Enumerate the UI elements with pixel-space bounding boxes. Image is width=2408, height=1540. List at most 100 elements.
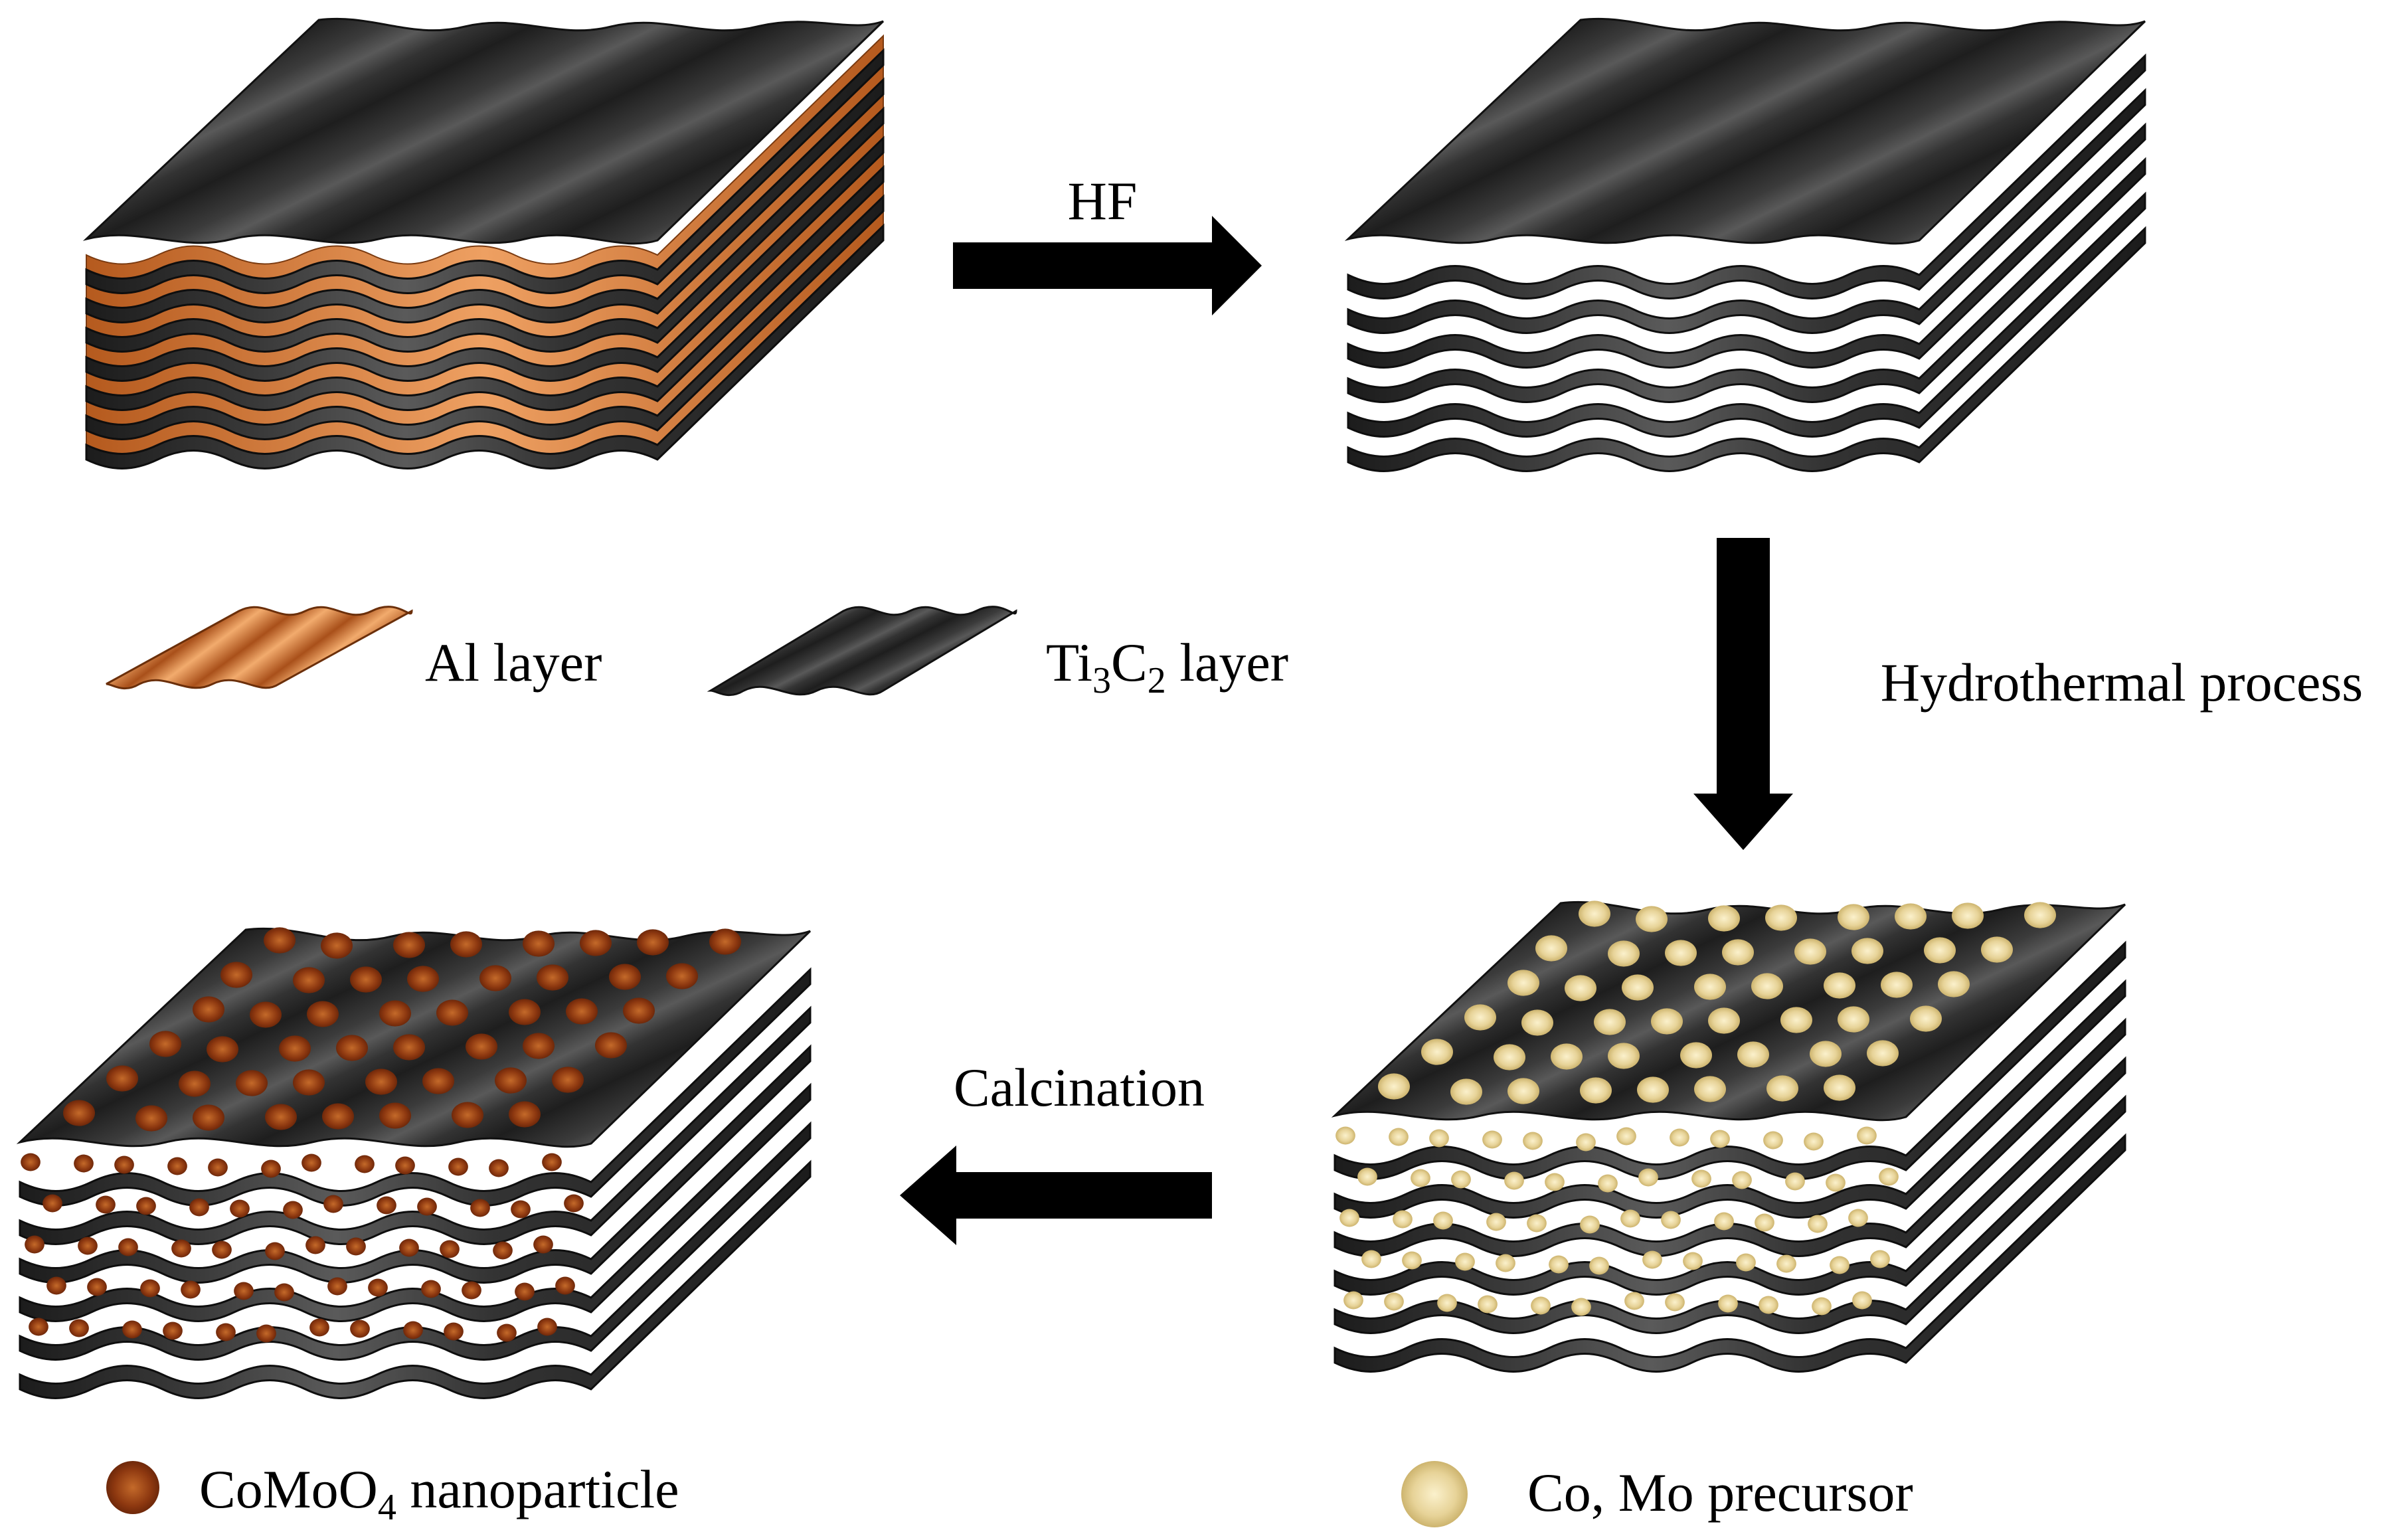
ti3c2-layer-swatch — [707, 606, 1017, 697]
precursor-particle — [1665, 940, 1697, 966]
comoo4-nanoparticle — [355, 1155, 375, 1173]
precursor-particle — [1680, 1042, 1712, 1069]
ti3c2-layer — [85, 223, 885, 470]
ti3c2-layer — [19, 1005, 812, 1245]
precursor-particle — [1737, 1041, 1769, 1068]
precursor-particle — [1580, 1215, 1600, 1234]
precursor-particle — [1616, 1127, 1636, 1146]
comoo4-nanoparticle — [365, 1069, 397, 1095]
precursor-particle — [1910, 1005, 1942, 1032]
comoo4-nanoparticle — [666, 963, 698, 989]
comoo4-nanoparticle — [346, 1237, 366, 1256]
ti3c2-stack — [1344, 17, 2146, 472]
comoo4-nanoparticle — [555, 1276, 575, 1295]
precursor-particle — [1924, 937, 1956, 964]
ti3c2-layer — [1347, 226, 2146, 472]
precursor-particle — [1608, 940, 1640, 967]
precursor-particle — [1952, 902, 1984, 929]
precursor-particle — [1759, 1296, 1778, 1314]
precursor-particle — [1670, 1128, 1689, 1147]
precursor-particle — [1785, 1172, 1805, 1191]
comoo4-nanoparticle — [293, 1069, 325, 1096]
precursor-particle — [1776, 1254, 1796, 1273]
ti3c2-layer — [85, 165, 885, 411]
comoo4-nanoparticle — [533, 1235, 553, 1254]
precursor-particle — [1651, 1008, 1683, 1035]
precursor-particle — [1549, 1255, 1569, 1274]
comoo4-nanoparticle — [208, 1158, 228, 1177]
precursor-particle — [1361, 1250, 1381, 1268]
comoo4-nanoparticle — [350, 1320, 370, 1338]
precursor-particle — [1642, 1250, 1662, 1269]
comoo4-nanoparticle — [450, 931, 482, 958]
comoo4-nanoparticle — [207, 1036, 238, 1063]
arrow-down-icon — [1693, 538, 1793, 850]
comoo4-nanoparticle — [709, 928, 741, 955]
precursor-particle — [1665, 1293, 1685, 1312]
precursor-particle — [1867, 1040, 1899, 1067]
precursor-particle — [1838, 1006, 1869, 1033]
comoo4-nanoparticle — [135, 1105, 167, 1132]
comoo4-nanoparticle — [96, 1195, 116, 1214]
precursor-particle — [1710, 1130, 1730, 1148]
comoo4-nanoparticle — [609, 964, 641, 990]
precursor-particle — [1879, 1167, 1899, 1186]
stack-side-layers — [85, 34, 885, 470]
precursor-particle — [1523, 1132, 1543, 1150]
comoo4-nanoparticle — [322, 1103, 354, 1130]
precursor-particle — [1571, 1298, 1591, 1316]
stack-side-layers — [1333, 940, 2126, 1373]
comoo4-nanoparticle — [489, 1159, 509, 1177]
precursor-particle — [1433, 1211, 1453, 1230]
precursor-particle — [1722, 939, 1754, 966]
comoo4-nanoparticle — [393, 932, 425, 958]
precursor-particle — [2024, 902, 2056, 928]
comoo4-nanoparticle — [261, 1159, 281, 1178]
precursor-particle — [1402, 1251, 1422, 1270]
comoo4-legend: CoMoO4 nanoparticle — [106, 1459, 679, 1528]
precursor-particle — [1826, 1173, 1846, 1192]
precursor-particle — [1981, 936, 2013, 963]
comoo4-nanoparticle — [637, 929, 669, 956]
comoo4-nanoparticle — [118, 1238, 138, 1256]
precursor-particle — [1486, 1213, 1506, 1231]
precursor-particle — [1830, 1256, 1849, 1274]
stack-side-layers — [1347, 53, 2146, 472]
comoo4-nanoparticle — [87, 1278, 107, 1296]
comoo4-nanoparticle — [327, 1277, 347, 1296]
comoo4-nanoparticle — [580, 930, 612, 956]
comoo4-nanoparticle — [564, 1194, 584, 1213]
ti3c2-layer — [1333, 1056, 2126, 1296]
comoo4-nanoparticle — [236, 1070, 268, 1096]
precursor-particle — [1780, 1007, 1812, 1033]
arrow-right-icon — [953, 216, 1262, 315]
comoo4-nanoparticle — [216, 1323, 236, 1341]
comoo4-nanoparticle — [377, 1196, 396, 1215]
precursor-particle — [1507, 970, 1539, 996]
ti3c2-layer — [1347, 88, 2146, 334]
comoo4-nanoparticle — [171, 1239, 191, 1258]
precursor-particle — [1718, 1294, 1738, 1313]
precursor-particle — [1870, 1250, 1890, 1268]
precursor-particle — [1622, 974, 1654, 1001]
comoo4-nanoparticle — [167, 1157, 187, 1175]
al-layer-swatch — [106, 606, 413, 690]
comoo4-nanoparticle — [403, 1321, 423, 1339]
comoo4-nanoparticle — [136, 1197, 156, 1215]
precursor-swatch — [1401, 1461, 1468, 1527]
comoo4-nanoparticle — [497, 1324, 517, 1342]
ti3c2-layer — [1347, 191, 2146, 438]
ti3c2-layer-legend: Ti3C2 layer — [707, 606, 1288, 701]
comoo4-nanoparticle — [466, 1033, 497, 1060]
precursor-particle — [1755, 1213, 1774, 1232]
comoo4-nanoparticle — [552, 1067, 584, 1093]
precursor-particle — [1339, 1209, 1359, 1227]
precursor-particle — [1683, 1252, 1703, 1270]
precursor-particle — [1620, 1209, 1640, 1228]
ti3c2-layer — [19, 1121, 812, 1361]
comoo4-nanoparticle — [193, 1104, 224, 1131]
precursor-particle — [1421, 1039, 1453, 1065]
comoo4-nanoparticle — [440, 1240, 460, 1258]
ti3c2-layer — [1347, 157, 2146, 403]
comoo4-label: CoMoO4 nanoparticle — [199, 1459, 679, 1528]
